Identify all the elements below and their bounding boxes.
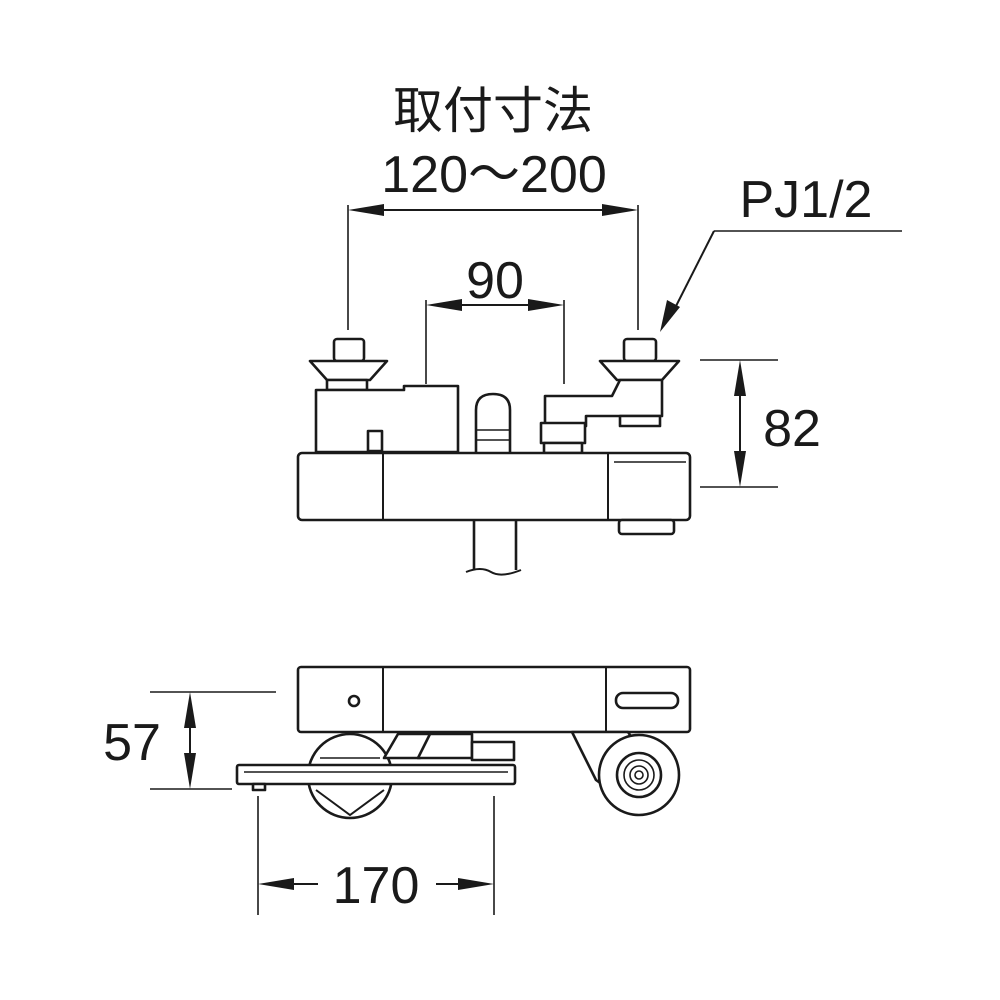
mounting-title-text: 取付寸法 [393, 82, 593, 140]
front-view: 取付寸法 120～200 90 PJ1/2 82 [296, 82, 902, 576]
side-view: 57 170 [103, 665, 692, 915]
center-knob [474, 392, 512, 452]
spout-connector [382, 732, 516, 762]
left-union-fitting [308, 337, 460, 454]
dimension-mounting-range: 取付寸法 120～200 [347, 82, 639, 330]
wall-pipe [465, 520, 522, 576]
spout-plate [235, 763, 517, 792]
spout-length-text: 170 [333, 857, 420, 915]
leader-thread-spec: PJ1/2 [660, 171, 902, 332]
dimension-inlet-spacing: 90 [425, 252, 565, 384]
mounting-range-text: 120～200 [381, 146, 607, 204]
depth-text: 57 [103, 714, 161, 772]
faucet-body [296, 451, 692, 536]
dimension-height: 82 [700, 359, 821, 488]
dimension-spout-length: 170 [257, 796, 495, 915]
right-union-fitting [539, 337, 681, 455]
arrow-left-head [348, 204, 384, 216]
side-body [296, 665, 692, 734]
inlet-spacing-text: 90 [466, 252, 524, 310]
right-handle [570, 730, 681, 817]
dimension-depth: 57 [103, 691, 276, 790]
height-text: 82 [763, 400, 821, 458]
thread-spec-text: PJ1/2 [740, 171, 873, 229]
arrow-right-head [602, 204, 638, 216]
